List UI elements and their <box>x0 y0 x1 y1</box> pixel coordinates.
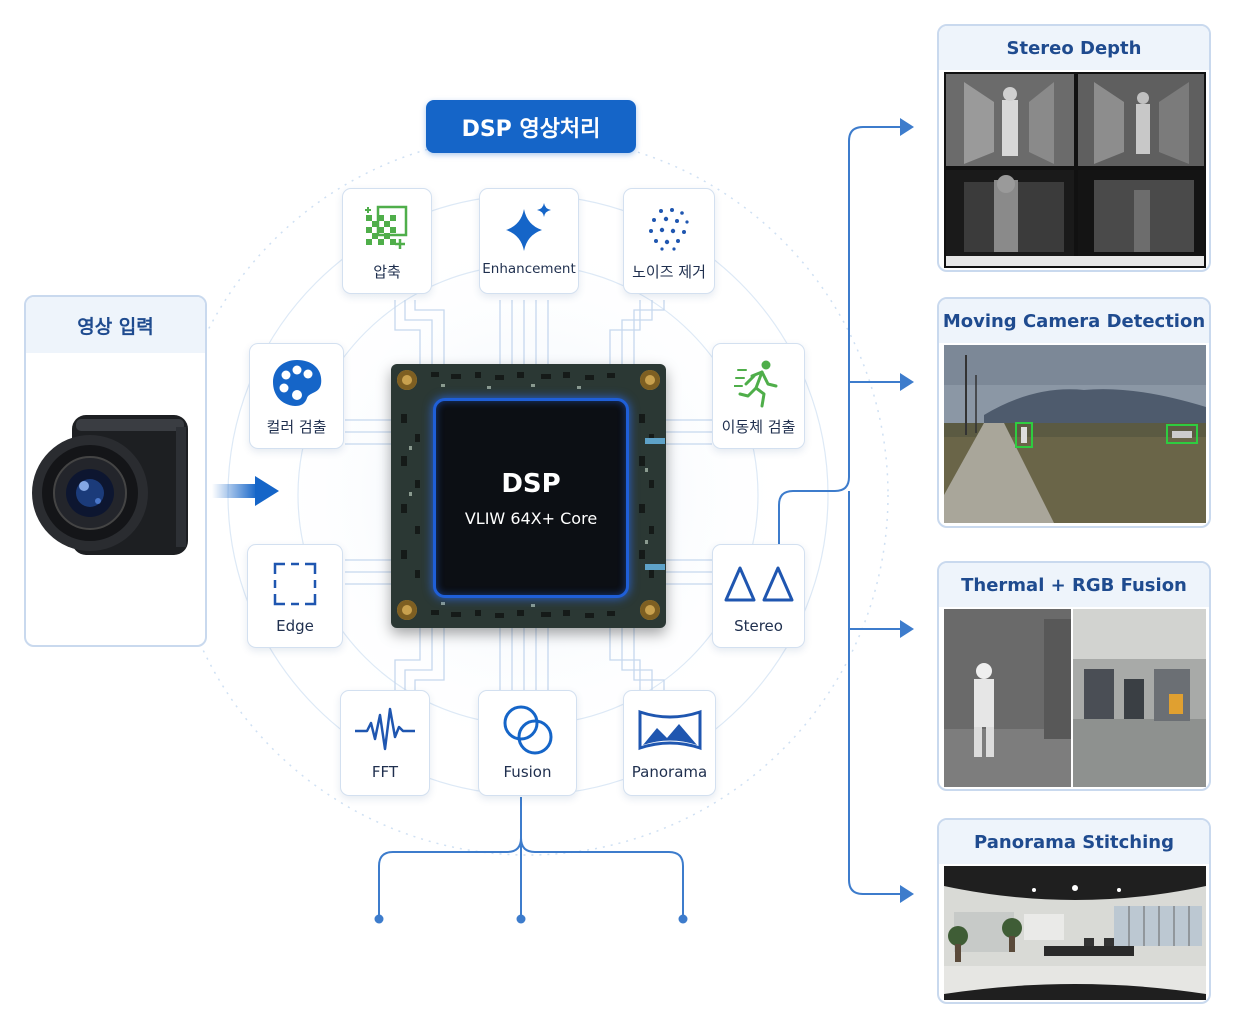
module-panorama-label: Panorama <box>631 763 708 781</box>
moving-detection-title: Moving Camera Detection <box>939 299 1209 343</box>
panorama-stitching-title: Panorama Stitching <box>939 820 1209 864</box>
module-motion-label: 이동체 검출 <box>721 418 796 436</box>
page-title: DSP 영상처리 <box>426 100 636 153</box>
thermal-fusion-image <box>944 609 1206 787</box>
module-fft-label: FFT <box>371 763 399 781</box>
output-panorama-stitching: Panorama Stitching <box>937 818 1211 1004</box>
circuit-traces <box>345 300 712 690</box>
module-fusion[interactable]: Fusion <box>478 690 577 796</box>
chip-components <box>401 372 665 618</box>
module-noise-label: 노이즈 제거 <box>632 263 706 281</box>
edge-corners-icon <box>271 559 319 609</box>
bottom-fork <box>378 797 684 918</box>
panorama-stitching-image <box>944 866 1206 1000</box>
input-arrow-shaft <box>212 484 257 498</box>
module-edge-label: Edge <box>276 617 314 635</box>
output-connector <box>778 126 903 895</box>
module-stereo-label: Stereo <box>734 617 783 635</box>
compression-icon <box>364 203 410 253</box>
module-noise-removal[interactable]: 노이즈 제거 <box>623 188 715 294</box>
camera-icon <box>32 415 188 555</box>
video-input-label: 영상 입력 <box>26 297 205 353</box>
bottom-fork-endpoints <box>374 914 688 924</box>
module-stereo[interactable]: Stereo <box>712 544 805 648</box>
stereo-depth-title: Stereo Depth <box>939 26 1209 70</box>
palette-icon <box>271 358 323 408</box>
module-enhancement[interactable]: Enhancement <box>479 188 579 294</box>
stereo-triangles-icon <box>722 559 796 609</box>
output-moving-camera-detection: Moving Camera Detection <box>937 297 1211 528</box>
chip-name: DSP <box>501 468 561 499</box>
output-stereo-depth: Stereo Depth <box>937 24 1211 272</box>
thermal-fusion-title: Thermal + RGB Fusion <box>939 563 1209 607</box>
waveform-icon <box>353 705 417 755</box>
dsp-chip: DSP VLIW 64X+ Core <box>391 364 666 628</box>
module-enhancement-label: Enhancement <box>482 261 576 277</box>
module-panorama[interactable]: Panorama <box>623 690 716 796</box>
module-fusion-label: Fusion <box>503 763 552 781</box>
video-input-card: 영상 입력 <box>24 295 207 647</box>
output-arrowheads <box>900 118 914 903</box>
running-person-icon <box>733 358 784 408</box>
input-arrow-head <box>255 476 279 506</box>
chip-core: VLIW 64X+ Core <box>464 508 598 528</box>
fusion-circles-icon <box>501 705 555 755</box>
module-fft[interactable]: FFT <box>340 690 430 796</box>
stereo-depth-image <box>944 72 1206 268</box>
module-compression[interactable]: 압축 <box>342 188 432 294</box>
output-thermal-rgb-fusion: Thermal + RGB Fusion <box>937 561 1211 791</box>
dsp-die: DSP VLIW 64X+ Core <box>433 398 629 598</box>
panorama-icon <box>637 705 703 755</box>
module-color-label: 컬러 검출 <box>266 418 327 436</box>
moving-detection-image <box>944 345 1206 523</box>
module-motion-detection[interactable]: 이동체 검출 <box>712 343 805 449</box>
sparkle-icon <box>502 203 556 253</box>
module-compression-label: 압축 <box>373 263 401 281</box>
module-color-detection[interactable]: 컬러 검출 <box>249 343 344 449</box>
noise-dots-icon <box>646 203 692 253</box>
module-edge[interactable]: Edge <box>247 544 343 648</box>
